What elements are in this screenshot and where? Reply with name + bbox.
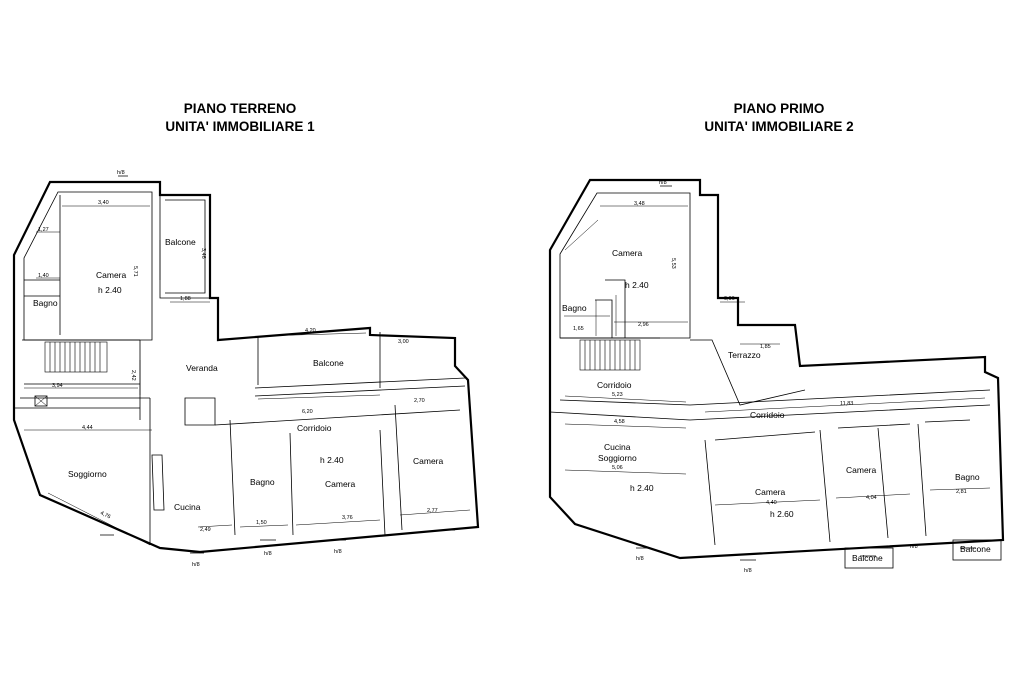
plan-1-dim: 3,00 (398, 339, 409, 345)
plan-1-dimension-lines (24, 205, 471, 546)
plan-2-dim: 4,04 (866, 495, 877, 501)
plan-1-stair (44, 341, 108, 373)
plan-2-room-balcone-2: Balcone (960, 544, 991, 554)
plan-1-room-bagno-1: Bagno (33, 298, 58, 308)
plan-1-dim: 1,88 (180, 296, 191, 302)
plan-2-dim: 2,81 (956, 489, 967, 495)
plan-1-dim: 3,76 (342, 515, 353, 521)
plan-1-dim: 2,70 (414, 398, 425, 404)
plan-2-title-line1: PIANO PRIMO (733, 101, 825, 116)
plan-2-dim: 2,96 (638, 322, 649, 328)
plan-1-dim: 1,50 (256, 520, 267, 526)
plan-2-room-bagno-2: Bagno (955, 472, 980, 482)
plan-1-dim: 2,42 (130, 370, 136, 381)
plan-1-room-veranda: Veranda (186, 363, 218, 373)
plan-2-window-mark: h/8 (636, 556, 644, 562)
plan-2-dim: 4,40 (766, 500, 777, 506)
plan-1-room-corridoio: Corridoio (297, 423, 332, 433)
plan-2-title: PIANO PRIMO UNITA' IMMOBILIARE 2 (629, 100, 929, 136)
plan-2-dim: 0,96 (724, 296, 735, 302)
plan-2-dim: 11,83 (840, 401, 853, 407)
plan-1-room-bagno-2: Bagno (250, 477, 275, 487)
plan-2-dim: 5,23 (612, 392, 623, 398)
plan-2-room-camera-2: Camera (755, 487, 786, 497)
plan-2-dim: 5,53 (670, 258, 676, 269)
plan-1-window-mark: h/8 (117, 170, 125, 176)
plan-2-room-camera-1: Camera (612, 248, 643, 258)
plan-2-balcony-2 (952, 539, 1002, 561)
plan-1-dim: 3,40 (98, 200, 109, 206)
plan-1-dim: 4,76 (99, 510, 111, 520)
plan-1-dim: 4,44 (82, 425, 93, 431)
plan-2-dim: 1,65 (573, 326, 584, 332)
plan-2-room-cucina: Cucina (604, 442, 631, 452)
plan-2-room-soggiorno: Soggiorno (598, 453, 637, 463)
plan-2-room-corridoio-2: Corridoio (750, 410, 785, 420)
plan-1-room-balcone-1: Balcone (165, 237, 196, 247)
plan-1-window-mark: h/8 (264, 551, 272, 557)
plan-1-dim: 6,20 (302, 409, 313, 415)
plan-1-room-balcone-2: Balcone (313, 358, 344, 368)
plan-1-room-camera-2: Camera (325, 479, 356, 489)
plan-1-drawing: Camera h 2.40 Balcone Bagno Veranda Balc… (12, 170, 480, 568)
plan-1-window-mark: h/8 (192, 562, 200, 568)
plan-1-room-camera-1: Camera (96, 270, 127, 280)
plan-2-window-mark: h/8 (744, 568, 752, 574)
plan-2-balcony-1 (844, 547, 894, 569)
plan-1-dim: 5,71 (132, 266, 138, 277)
plan-2-dim: 4,58 (614, 419, 625, 425)
plan-2-dimension-lines (564, 205, 991, 506)
plan-2-room-height-1: h 2.40 (625, 280, 649, 290)
plan-1-balcony-outline (159, 195, 210, 299)
plan-1-dim: 1,40 (38, 273, 49, 279)
plan-1-room-soggiorno: Soggiorno (68, 469, 107, 479)
plan-2-room-height-3: h 2.60 (770, 509, 794, 519)
plan-1-outer-wall (12, 180, 480, 554)
plan-1-title-line2: UNITA' IMMOBILIARE 1 (165, 119, 315, 134)
plan-2-room-corridoio-1: Corridoio (597, 380, 632, 390)
plan-2-dim: 1,85 (760, 344, 771, 350)
plan-2-room-height-2: h 2.40 (630, 483, 654, 493)
plan-1-room-cucina: Cucina (174, 502, 201, 512)
plan-2-window-mark: h/8 (659, 180, 667, 186)
plan-1-room-camera-3: Camera (413, 456, 444, 466)
plan-2-window-mark: h/8 (910, 544, 918, 550)
plan-1-window-mark: h/8 (334, 549, 342, 555)
plan-2-dim: 5,06 (612, 465, 623, 471)
plan-1-dim: 2,49 (200, 527, 211, 533)
plan-1-title: PIANO TERRENO UNITA' IMMOBILIARE 1 (90, 100, 390, 136)
plan-1-dim: 2,77 (427, 508, 438, 514)
plan-2-room-bagno: Bagno (562, 303, 587, 313)
plan-2-room-balcone-1: Balcone (852, 553, 883, 563)
plan-1-dim: 1,27 (38, 227, 49, 233)
plan-2-room-terrazzo: Terrazzo (728, 350, 761, 360)
plan-2-room-camera-3: Camera (846, 465, 877, 475)
plan-1-dim: 3,94 (52, 383, 63, 389)
plan-1-room-height-1: h 2.40 (98, 285, 122, 295)
plan-2-dim: 3,48 (634, 201, 645, 207)
plan-1-dim: 4,20 (305, 328, 316, 334)
plan-2-drawing: Camera h 2.40 Bagno Corridoio Terrazzo C… (548, 178, 1005, 574)
plan-2-title-line2: UNITA' IMMOBILIARE 2 (704, 119, 854, 134)
plan-1-title-line1: PIANO TERRENO (183, 101, 297, 116)
plan-1-room-height-2: h 2.40 (320, 455, 344, 465)
plan-1-dim: 3,46 (200, 248, 206, 259)
plan-2-outer-wall (548, 178, 1005, 560)
plan-2-stair (579, 339, 641, 371)
